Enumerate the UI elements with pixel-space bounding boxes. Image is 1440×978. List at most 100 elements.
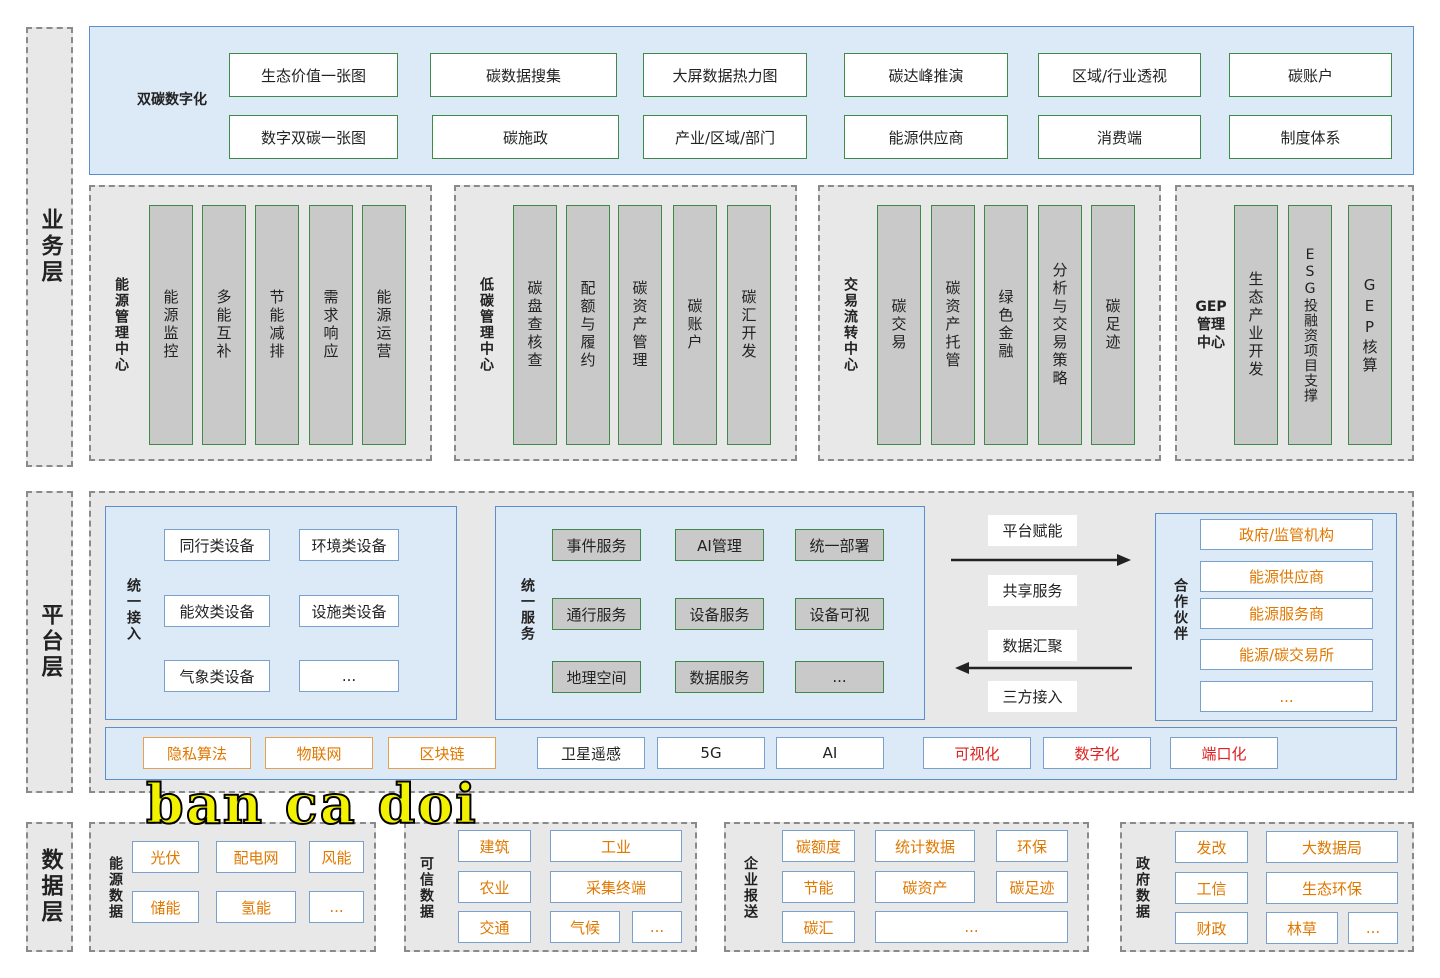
center-item-label: 碳足迹 bbox=[1103, 298, 1122, 352]
data-item[interactable]: 气候 bbox=[550, 911, 620, 943]
tech-item[interactable]: AI bbox=[776, 737, 884, 769]
tech-item[interactable]: 5G bbox=[657, 737, 765, 769]
service-item[interactable]: 设备可视 bbox=[795, 598, 884, 630]
dual-carbon-item[interactable]: 碳施政 bbox=[432, 115, 619, 159]
center-item[interactable]: 碳汇开发 bbox=[727, 205, 771, 445]
dual-carbon-item[interactable]: 消费端 bbox=[1038, 115, 1201, 159]
partner-item[interactable]: 能源/碳交易所 bbox=[1200, 639, 1373, 670]
dual-carbon-item[interactable]: 制度体系 bbox=[1229, 115, 1392, 159]
partner-item[interactable]: 能源供应商 bbox=[1200, 561, 1373, 592]
partner-item[interactable]: 能源服务商 bbox=[1200, 598, 1373, 629]
service-item[interactable]: 通行服务 bbox=[552, 598, 641, 630]
center-item[interactable]: 碳盘查核查 bbox=[513, 205, 557, 445]
service-item[interactable]: 设备服务 bbox=[675, 598, 764, 630]
data-item[interactable]: ... bbox=[632, 911, 682, 943]
center-item-label: 多能互补 bbox=[214, 289, 233, 361]
center-item[interactable]: 能源监控 bbox=[149, 205, 193, 445]
data-item[interactable]: 氢能 bbox=[216, 891, 296, 923]
tech-item[interactable]: 隐私算法 bbox=[143, 737, 251, 769]
partner-item[interactable]: ... bbox=[1200, 681, 1373, 712]
service-item[interactable]: ... bbox=[795, 661, 884, 693]
dual-carbon-item[interactable]: 碳达峰推演 bbox=[844, 53, 1008, 97]
data-item[interactable]: 大数据局 bbox=[1266, 831, 1398, 863]
center-label: 能源管理中心 bbox=[113, 277, 129, 373]
dual-carbon-item[interactable]: 大屏数据热力图 bbox=[643, 53, 807, 97]
center-item[interactable]: 绿色金融 bbox=[984, 205, 1028, 445]
center-item[interactable]: ESG投融资项目支撑 bbox=[1288, 205, 1332, 445]
dual-carbon-item[interactable]: 产业/区域/部门 bbox=[643, 115, 807, 159]
dual-carbon-item[interactable]: 碳账户 bbox=[1229, 53, 1392, 97]
data-item[interactable]: 生态环保 bbox=[1266, 872, 1398, 904]
data-item[interactable]: 碳额度 bbox=[782, 830, 855, 862]
data-item[interactable]: 碳资产 bbox=[875, 871, 975, 903]
dual-carbon-item[interactable]: 生态价值一张图 bbox=[229, 53, 398, 97]
device-category[interactable]: 同行类设备 bbox=[164, 529, 270, 561]
center-item-label: 碳交易 bbox=[889, 298, 908, 352]
data-item[interactable]: 林草 bbox=[1266, 912, 1338, 944]
device-category[interactable]: 能效类设备 bbox=[164, 595, 270, 627]
data-item[interactable]: 交通 bbox=[458, 911, 531, 943]
device-category[interactable]: 设施类设备 bbox=[299, 595, 399, 627]
dual-carbon-item[interactable]: 碳数据搜集 bbox=[430, 53, 617, 97]
service-item[interactable]: 事件服务 bbox=[552, 529, 641, 561]
dual-carbon-item[interactable]: 区域/行业透视 bbox=[1038, 53, 1201, 97]
center-item[interactable]: GEP核算 bbox=[1348, 205, 1392, 445]
partner-item[interactable]: 政府/监管机构 bbox=[1200, 519, 1373, 550]
tech-item[interactable]: 区块链 bbox=[388, 737, 496, 769]
tech-item[interactable]: 物联网 bbox=[265, 737, 373, 769]
device-category[interactable]: ... bbox=[299, 660, 399, 692]
data-item[interactable]: 节能 bbox=[782, 871, 855, 903]
data-item[interactable]: 光伏 bbox=[132, 841, 199, 873]
center-item[interactable]: 配额与履约 bbox=[566, 205, 610, 445]
center-item[interactable]: 需求响应 bbox=[309, 205, 353, 445]
tech-item[interactable]: 可视化 bbox=[923, 737, 1031, 769]
center-item[interactable]: 碳足迹 bbox=[1091, 205, 1135, 445]
center-item-label: 碳资产管理 bbox=[630, 280, 649, 370]
center-item[interactable]: 碳资产托管 bbox=[931, 205, 975, 445]
service-item[interactable]: AI管理 bbox=[675, 529, 764, 561]
center-item[interactable]: 碳资产管理 bbox=[618, 205, 662, 445]
device-category[interactable]: 环境类设备 bbox=[299, 529, 399, 561]
data-item[interactable]: 环保 bbox=[996, 830, 1068, 862]
data-item[interactable]: 统计数据 bbox=[875, 830, 975, 862]
center-item[interactable]: 生态产业开发 bbox=[1234, 205, 1278, 445]
service-item[interactable]: 统一部署 bbox=[795, 529, 884, 561]
center-item[interactable]: 节能减排 bbox=[255, 205, 299, 445]
arrow-right-head bbox=[1117, 554, 1131, 566]
data-item[interactable]: 财政 bbox=[1175, 912, 1248, 944]
data-item[interactable]: 工信 bbox=[1175, 872, 1248, 904]
data-item[interactable]: ... bbox=[875, 911, 1068, 943]
center-item-label: 能源运营 bbox=[374, 289, 393, 361]
service-item[interactable]: 数据服务 bbox=[675, 661, 764, 693]
service-item[interactable]: 地理空间 bbox=[552, 661, 641, 693]
data-item[interactable]: 采集终端 bbox=[550, 871, 682, 903]
center-item-label: 配额与履约 bbox=[578, 280, 597, 370]
data-item[interactable]: 风能 bbox=[309, 841, 364, 873]
data-item[interactable]: 储能 bbox=[132, 891, 199, 923]
data-item[interactable]: 建筑 bbox=[458, 830, 531, 862]
data-group-label: 政府数据 bbox=[1134, 855, 1150, 920]
data-item[interactable]: 工业 bbox=[550, 830, 682, 862]
center-label: 低碳管理中心 bbox=[478, 277, 494, 373]
unified-access-panel bbox=[105, 506, 457, 720]
device-category[interactable]: 气象类设备 bbox=[164, 660, 270, 692]
data-item[interactable]: 碳汇 bbox=[782, 911, 855, 943]
flow-label-third: 三方接入 bbox=[988, 681, 1077, 712]
tech-item[interactable]: 卫星遥感 bbox=[537, 737, 645, 769]
center-item[interactable]: 分析与交易策略 bbox=[1038, 205, 1082, 445]
tech-item[interactable]: 数字化 bbox=[1043, 737, 1151, 769]
center-item[interactable]: 碳交易 bbox=[877, 205, 921, 445]
center-item[interactable]: 多能互补 bbox=[202, 205, 246, 445]
data-item[interactable]: ... bbox=[309, 891, 364, 923]
data-item[interactable]: ... bbox=[1348, 912, 1398, 944]
tech-item[interactable]: 端口化 bbox=[1170, 737, 1278, 769]
dual-carbon-item[interactable]: 能源供应商 bbox=[844, 115, 1008, 159]
data-item[interactable]: 发改 bbox=[1175, 831, 1248, 863]
data-item[interactable]: 碳足迹 bbox=[996, 871, 1068, 903]
dual-carbon-item[interactable]: 数字双碳一张图 bbox=[229, 115, 398, 159]
center-item[interactable]: 能源运营 bbox=[362, 205, 406, 445]
data-item[interactable]: 配电网 bbox=[216, 841, 296, 873]
data-item[interactable]: 农业 bbox=[458, 871, 531, 903]
center-item[interactable]: 碳账户 bbox=[673, 205, 717, 445]
flow-label-enable: 平台赋能 bbox=[988, 515, 1077, 546]
